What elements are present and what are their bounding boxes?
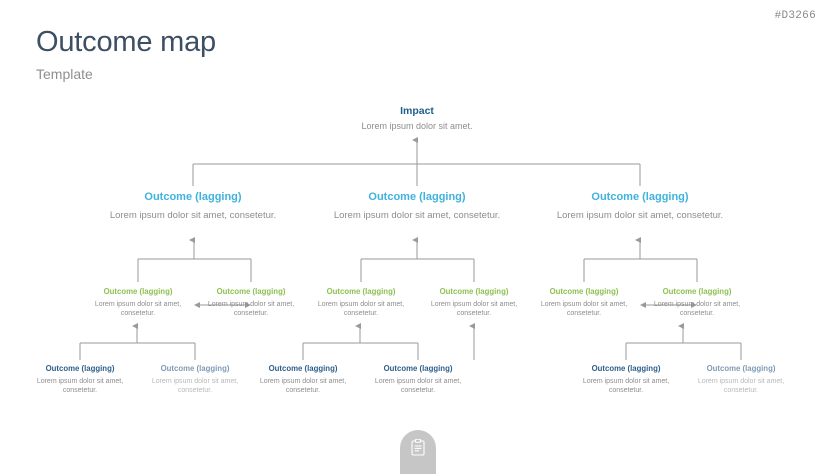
node-outcome-l4-3[interactable]: Outcome (lagging) Lorem ipsum dolor sit … (243, 364, 363, 395)
node-title: Outcome (lagging) (706, 364, 776, 373)
node-title: Outcome (lagging) (326, 287, 396, 296)
node-outcome-l4-2[interactable]: Outcome (lagging) Lorem ipsum dolor sit … (135, 364, 255, 395)
node-title: Outcome (lagging) (549, 287, 619, 296)
node-title: Outcome (lagging) (439, 287, 509, 296)
node-desc: Lorem ipsum dolor sit amet, consetetur. (207, 300, 295, 317)
node-desc: Lorem ipsum dolor sit amet, consetetur. (653, 300, 741, 317)
node-desc: Lorem ipsum dolor sit amet, consetetur. (430, 300, 518, 317)
node-outcome-l3-4[interactable]: Outcome (lagging) Lorem ipsum dolor sit … (414, 287, 534, 318)
node-outcome-l3-5[interactable]: Outcome (lagging) Lorem ipsum dolor sit … (524, 287, 644, 318)
node-outcome-l2-3[interactable]: Outcome (lagging) Lorem ipsum dolor sit … (545, 191, 735, 222)
node-desc: Lorem ipsum dolor sit amet, consetetur. (374, 377, 462, 394)
node-desc: Lorem ipsum dolor sit amet, consetetur. (697, 377, 785, 394)
node-desc: Lorem ipsum dolor sit amet, consetetur. (259, 377, 347, 394)
document-code: #D3266 (774, 10, 816, 22)
node-outcome-l3-6[interactable]: Outcome (lagging) Lorem ipsum dolor sit … (637, 287, 757, 318)
node-outcome-l3-2[interactable]: Outcome (lagging) Lorem ipsum dolor sit … (191, 287, 311, 318)
node-desc: Lorem ipsum dolor sit amet, consetetur. (582, 377, 670, 394)
node-impact-desc: Lorem ipsum dolor sit amet. (361, 121, 473, 132)
node-desc: Lorem ipsum dolor sit amet, consetetur. (317, 300, 405, 317)
node-title: Outcome (lagging) (383, 364, 453, 373)
node-desc: Lorem ipsum dolor sit amet, consetetur. (109, 209, 277, 221)
node-outcome-l3-3[interactable]: Outcome (lagging) Lorem ipsum dolor sit … (301, 287, 421, 318)
node-desc: Lorem ipsum dolor sit amet, consetetur. (36, 377, 124, 394)
node-impact[interactable]: Impact Lorem ipsum dolor sit amet. (307, 105, 527, 133)
bottom-badge[interactable] (400, 430, 436, 474)
node-title: Outcome (lagging) (144, 191, 242, 203)
node-title: Outcome (lagging) (103, 287, 173, 296)
node-desc: Lorem ipsum dolor sit amet, consetetur. (94, 300, 182, 317)
node-title: Outcome (lagging) (268, 364, 338, 373)
node-outcome-l2-1[interactable]: Outcome (lagging) Lorem ipsum dolor sit … (98, 191, 288, 222)
node-title: Outcome (lagging) (160, 364, 230, 373)
page-title: Outcome map (36, 26, 216, 58)
node-outcome-l4-4[interactable]: Outcome (lagging) Lorem ipsum dolor sit … (358, 364, 478, 395)
node-desc: Lorem ipsum dolor sit amet, consetetur. (333, 209, 501, 221)
node-title: Outcome (lagging) (368, 191, 466, 203)
node-title: Outcome (lagging) (662, 287, 732, 296)
node-title: Outcome (lagging) (45, 364, 115, 373)
node-desc: Lorem ipsum dolor sit amet, consetetur. (556, 209, 724, 221)
node-outcome-l4-6[interactable]: Outcome (lagging) Lorem ipsum dolor sit … (681, 364, 801, 395)
node-desc: Lorem ipsum dolor sit amet, consetetur. (540, 300, 628, 317)
clipboard-icon (411, 439, 425, 456)
node-outcome-l2-2[interactable]: Outcome (lagging) Lorem ipsum dolor sit … (322, 191, 512, 222)
node-impact-title: Impact (400, 105, 434, 117)
node-outcome-l3-1[interactable]: Outcome (lagging) Lorem ipsum dolor sit … (78, 287, 198, 318)
node-desc: Lorem ipsum dolor sit amet, consetetur. (151, 377, 239, 394)
node-title: Outcome (lagging) (591, 191, 689, 203)
node-outcome-l4-1[interactable]: Outcome (lagging) Lorem ipsum dolor sit … (20, 364, 140, 395)
page-subtitle: Template (36, 66, 93, 82)
node-title: Outcome (lagging) (216, 287, 286, 296)
node-outcome-l4-5[interactable]: Outcome (lagging) Lorem ipsum dolor sit … (566, 364, 686, 395)
node-title: Outcome (lagging) (591, 364, 661, 373)
